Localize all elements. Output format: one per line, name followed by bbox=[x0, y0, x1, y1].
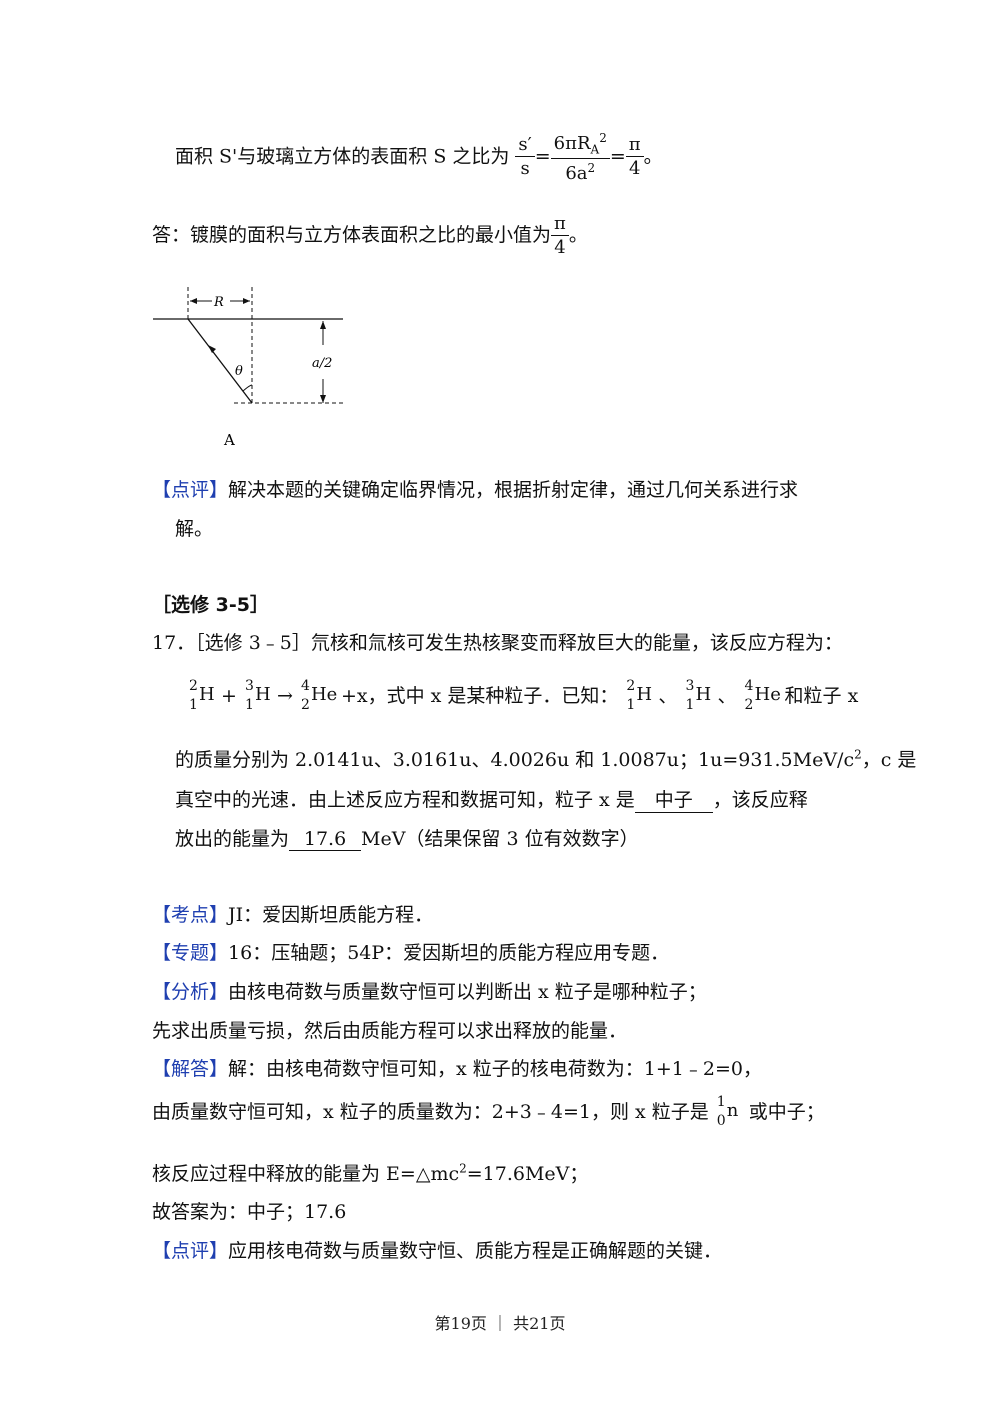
fraction-area: 6πRA2 6a2 bbox=[550, 132, 610, 183]
zhuanti-line: 【专题】16：压轴题；54P：爱因斯坦的质能方程应用专题． bbox=[152, 942, 670, 964]
jieda-line: 【解答】解：由核电荷数守恒可知，x 粒子的核电荷数为：1+1﹣2=0， bbox=[152, 1058, 762, 1080]
fraction-answer: π 4 bbox=[551, 215, 569, 257]
fraction-s-ratio: s′ s bbox=[515, 136, 535, 178]
label-a2: a/2 bbox=[312, 356, 332, 371]
final-answer: 故答案为：中子；17.6 bbox=[152, 1201, 347, 1223]
page-footer: 第19页 ｜ 共21页 bbox=[434, 1314, 566, 1333]
question-17-head: 17．［选修 3﹣5］氘核和氚核可发生热核聚变而释放巨大的能量，该反应方程为： bbox=[152, 632, 843, 654]
jieda-line-3: 核反应过程中释放的能量为 E=△mc2=17.6MeV； bbox=[152, 1161, 589, 1185]
section-heading: ［选修 3-5］ bbox=[152, 594, 269, 616]
label-r: R bbox=[213, 295, 224, 310]
fenxi-line: 【分析】由核电荷数与质量数守恒可以判断出 x 粒子是哪种粒子； bbox=[152, 981, 707, 1003]
ratio-line: 面积 S'与玻璃立方体的表面积 S 之比为 s′ s = 6πRA2 6a2 =… bbox=[175, 131, 663, 184]
particle-line: 真空中的光速．由上述反应方程和数据可知，粒子 x 是中子，该反应释 bbox=[175, 785, 808, 813]
a2-arrow-down bbox=[320, 395, 326, 403]
comment-tag: 【点评】 bbox=[152, 479, 229, 501]
label-a: A bbox=[223, 431, 235, 449]
answer-line: 答：镀膜的面积与立方体表面积之比的最小值为 π 4 。 bbox=[152, 213, 588, 258]
a2-arrow-up bbox=[320, 321, 326, 329]
theta-arc bbox=[242, 384, 253, 392]
ratio-text: 面积 S'与玻璃立方体的表面积 S 之比为 bbox=[175, 145, 510, 168]
fraction-pi-4: π 4 bbox=[625, 136, 644, 178]
answer-blank-particle: 中子 bbox=[634, 785, 713, 813]
ray-line bbox=[187, 318, 253, 404]
ray-arrow bbox=[208, 345, 216, 353]
kaodian-line: 【考点】JI：爱因斯坦质能方程． bbox=[152, 904, 434, 926]
mass-data-line: 的质量分别为 2.0141u、3.0161u、4.0026u 和 1.0087u… bbox=[175, 747, 917, 771]
comment-1: 【点评】解决本题的关键确定临界情况，根据折射定律，通过几何关系进行求 bbox=[152, 479, 799, 501]
answer-blank-energy: 17.6 bbox=[289, 828, 362, 851]
comment-1-cont: 解。 bbox=[175, 518, 214, 540]
comment-2: 【点评】应用核电荷数与质量数守恒、质能方程是正确解题的关键． bbox=[152, 1240, 723, 1262]
fenxi-line-2: 先求出质量亏损，然后由质能方程可以求出释放的能量． bbox=[152, 1020, 628, 1042]
geometry-figure: R θ a/2 A bbox=[153, 287, 344, 449]
label-theta: θ bbox=[235, 364, 243, 379]
